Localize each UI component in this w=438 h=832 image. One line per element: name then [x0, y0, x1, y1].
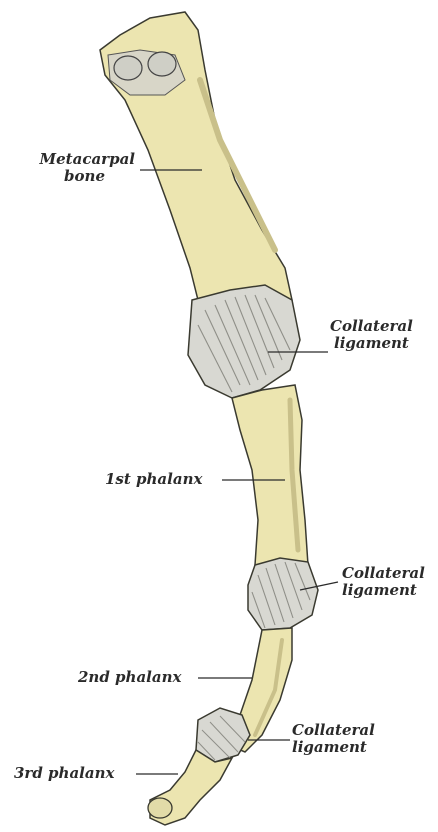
- label-ligament-lower-line1: Collateral: [292, 722, 375, 739]
- label-ligament-middle-line2: ligament: [342, 582, 425, 599]
- label-collateral-ligament-middle: Collateral ligament: [342, 565, 425, 599]
- label-ligament-upper-line2: ligament: [330, 335, 413, 352]
- label-ligament-middle-line1: Collateral: [342, 565, 425, 582]
- label-second-phalanx: 2nd phalanx: [78, 669, 181, 686]
- label-ligament-upper-line1: Collateral: [330, 318, 413, 335]
- label-third-phalanx: 3rd phalanx: [14, 765, 114, 782]
- label-collateral-ligament-lower: Collateral ligament: [292, 722, 375, 756]
- lower-collateral-ligament-shape: [196, 708, 250, 762]
- metacarpal-facet-right: [148, 52, 176, 76]
- upper-collateral-ligament-shape: [188, 285, 300, 398]
- label-metacarpal-bone: Metacarpal bone: [10, 151, 135, 185]
- label-collateral-ligament-upper: Collateral ligament: [330, 318, 413, 352]
- metacarpal-facet-left: [114, 56, 142, 80]
- label-metacarpal-line1: Metacarpal: [10, 151, 135, 168]
- third-phalanx-tip: [148, 798, 172, 818]
- label-ligament-lower-line2: ligament: [292, 739, 375, 756]
- label-metacarpal-line2: bone: [10, 168, 135, 185]
- label-first-phalanx: 1st phalanx: [105, 471, 202, 488]
